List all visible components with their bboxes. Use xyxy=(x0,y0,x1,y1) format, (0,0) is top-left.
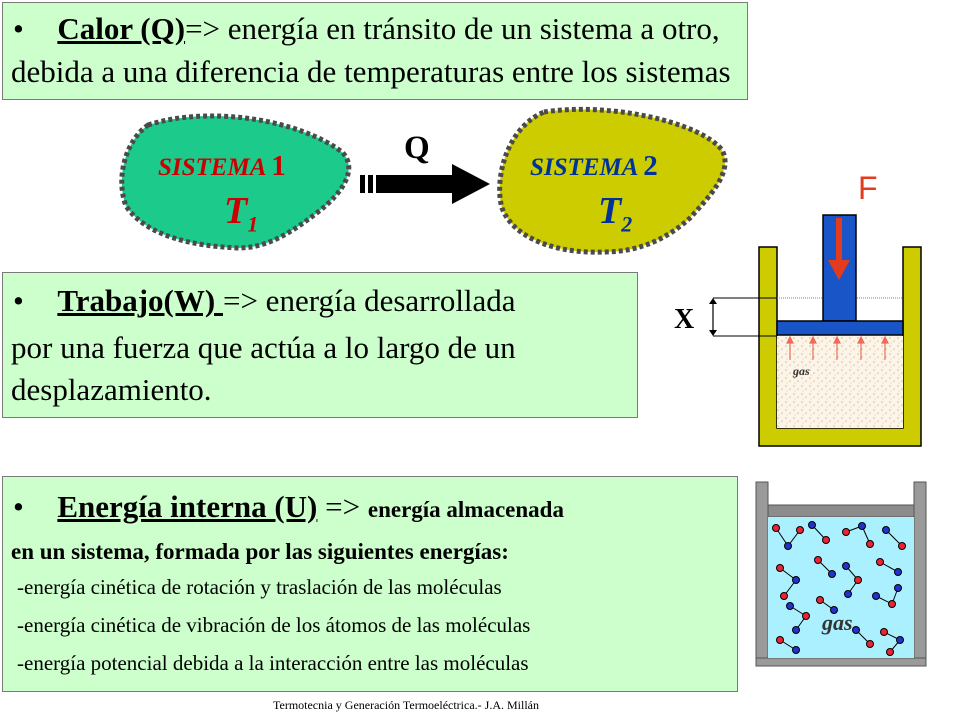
container-wall-left xyxy=(755,481,769,665)
calor-definition-start: => energía en tránsito de un sistema a o… xyxy=(185,11,720,46)
piston-gas-label: gas xyxy=(793,364,810,378)
energia-arrow: => xyxy=(317,489,368,524)
container-wall-right xyxy=(913,481,927,665)
bullet: • xyxy=(13,489,24,524)
footer-credit: Termotecnia y Generación Termoeléctrica.… xyxy=(273,698,539,712)
energia-line-2: en un sistema, formada por las siguiente… xyxy=(11,539,509,564)
sistema-2-label: SISTEMA 2 xyxy=(530,150,658,183)
energia-line-1: • Energía interna (U) => energía almacen… xyxy=(13,489,564,525)
heat-flow-arrow xyxy=(360,164,490,204)
sistema-1-label: SISTEMA 1 xyxy=(158,150,286,183)
bullet: • xyxy=(13,283,24,318)
calor-line-2: debida a una diferencia de temperaturas … xyxy=(11,54,731,89)
heat-flow-label: Q xyxy=(404,130,430,166)
trabajo-definition-start: => energía desarrollada xyxy=(222,283,516,318)
energia-lead: energía almacenada xyxy=(367,497,564,522)
sistema-2-temp-subscript: 2 xyxy=(621,211,633,237)
container-wall-bottom xyxy=(755,657,927,667)
sistema-2-name: SISTEMA xyxy=(530,154,638,181)
energia-term: Energía interna (U) xyxy=(57,489,318,524)
trabajo-definition-box: • Trabajo(W) => energía desarrollada por… xyxy=(2,272,638,418)
sistema-1-number: 1 xyxy=(271,150,286,182)
container-lid xyxy=(767,504,915,518)
calor-line-1: • Calor (Q)=> energía en tránsito de un … xyxy=(13,11,720,47)
calor-definition-box: • Calor (Q)=> energía en tránsito de un … xyxy=(2,2,748,100)
force-label: F xyxy=(858,170,878,206)
sistema-1-name: SISTEMA xyxy=(158,154,266,181)
sistema-1-temp-symbol: T xyxy=(224,190,248,232)
sistema-1-temp-subscript: 1 xyxy=(247,211,259,237)
piston-gas-region xyxy=(777,336,903,428)
gas-pressure-arrows xyxy=(786,335,889,360)
trabajo-line-1: • Trabajo(W) => energía desarrollada xyxy=(13,283,516,319)
container-gas-region xyxy=(768,517,914,658)
energia-item-1: -energía cinética de rotación y traslaci… xyxy=(17,575,502,599)
displacement-marker xyxy=(709,297,777,337)
force-arrow xyxy=(828,218,850,280)
energia-item-3: -energía potencial debida a la interacci… xyxy=(17,651,529,675)
sistema-2-temp-symbol: T xyxy=(598,190,622,232)
sistema-2-number: 2 xyxy=(643,150,658,182)
sistema-1-temperature: T1 xyxy=(224,189,258,238)
trabajo-term: Trabajo(W) xyxy=(57,283,223,318)
piston-rod xyxy=(822,214,857,322)
energia-item-2: -energía cinética de vibración de los át… xyxy=(17,613,531,637)
bullet: • xyxy=(13,11,24,46)
piston-head xyxy=(776,320,904,336)
trabajo-line-2: por una fuerza que actúa a lo largo de u… xyxy=(11,330,516,365)
displacement-label: X xyxy=(674,304,695,335)
trabajo-line-3: desplazamiento. xyxy=(11,372,212,407)
energia-interna-box: • Energía interna (U) => energía almacen… xyxy=(2,476,738,692)
sistema-2-temperature: T2 xyxy=(598,189,632,238)
container-gas-label: gas xyxy=(822,610,853,635)
cylinder-wall xyxy=(758,246,922,447)
calor-term: Calor (Q) xyxy=(57,11,186,46)
